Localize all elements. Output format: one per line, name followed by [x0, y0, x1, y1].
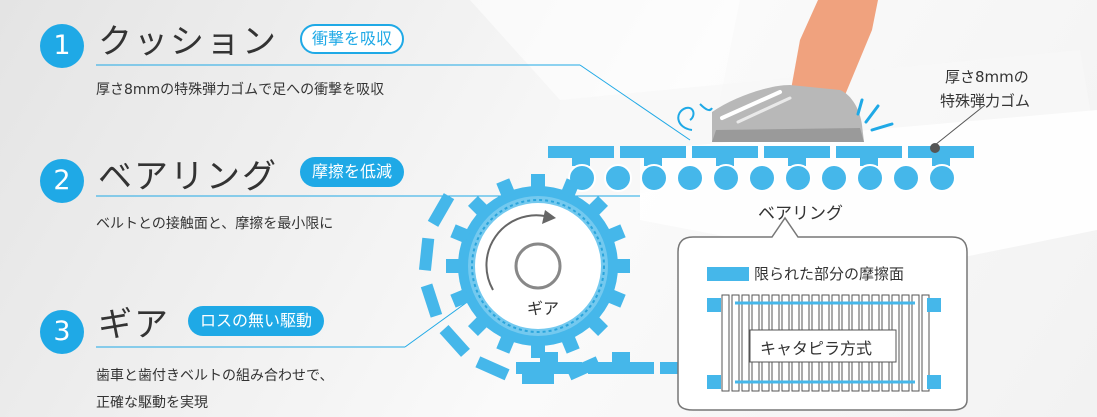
rubber-label-line1: 厚さ8mmの: [945, 68, 1029, 86]
belt-segment: [439, 325, 470, 357]
gear-tooth: [605, 288, 626, 308]
section-3-number: 3: [40, 310, 84, 354]
belt-tooth: [860, 156, 878, 166]
belt-segment: [516, 362, 582, 374]
section-1-title: クッション: [98, 22, 278, 62]
gear-tooth: [560, 178, 580, 199]
gear-tooth: [586, 314, 609, 337]
caterpillar-slat: [901, 294, 910, 392]
belt-segment: [692, 146, 758, 158]
section-2-badge: 摩擦を低減: [300, 157, 405, 187]
gear-tooth: [605, 224, 626, 244]
belt-segment: [427, 193, 455, 227]
caterpillar-slat: [721, 294, 730, 392]
belt-segment: [420, 283, 443, 318]
section-3-title: ギア: [98, 305, 170, 345]
gear-tooth: [531, 174, 545, 190]
section-3-desc-line1: 歯車と歯付きベルトの組み合わせで、: [96, 368, 334, 384]
bearing-ball: [892, 164, 920, 192]
bearing-ball: [712, 164, 740, 192]
caterpillar-label: キャタピラ方式: [760, 339, 873, 358]
belt-segment: [620, 146, 686, 158]
belt-segment: [548, 146, 614, 158]
bearing-ball: [604, 164, 632, 192]
belt-segment: [908, 146, 974, 158]
belt-tooth: [932, 156, 950, 166]
gear-tooth: [614, 259, 630, 273]
callout-legend: 限られた部分の摩擦面: [754, 265, 905, 283]
gear-inner-dots: [471, 199, 605, 333]
belt-segment: [836, 146, 902, 158]
section-3-badge: ロスの無い駆動: [188, 306, 325, 336]
belt-tooth: [572, 156, 590, 166]
gear-tooth: [446, 259, 462, 273]
belt-tooth: [612, 352, 630, 362]
bearing-ball: [748, 164, 776, 192]
belt-segment: [522, 372, 554, 384]
caterpillar-slat: [921, 294, 930, 392]
gear-tooth: [496, 333, 516, 354]
bearing-ball: [784, 164, 812, 192]
section-3-desc-line2: 正確な駆動を実現: [96, 395, 208, 411]
section-2-title: ベアリング: [98, 157, 278, 197]
belt-segment: [475, 356, 510, 381]
section-2-number: 2: [40, 159, 84, 203]
gear-tooth: [467, 195, 490, 218]
gear-tooth: [467, 314, 490, 337]
belt-segment: [566, 356, 601, 381]
gear-tooth: [560, 333, 580, 354]
bearing-ball: [856, 164, 884, 192]
caterpillar-slat: [741, 294, 750, 392]
bearing-ball: [640, 164, 668, 192]
belt-segment: [764, 146, 830, 158]
gear-tooth: [450, 224, 471, 244]
bearing-label: ベアリング: [758, 204, 843, 224]
gear-tooth: [531, 342, 545, 358]
caterpillar-slat: [731, 294, 740, 392]
caterpillar-slat: [911, 294, 920, 392]
bearing-ball: [928, 164, 956, 192]
belt-segment: [418, 237, 435, 271]
belt-tooth: [644, 156, 662, 166]
section-1-badge: 衝撃を吸収: [300, 24, 405, 54]
gear-tooth: [586, 195, 609, 218]
belt-tooth: [788, 156, 806, 166]
gear-tooth: [496, 178, 516, 199]
bearing-ball: [676, 164, 704, 192]
bearing-ball: [820, 164, 848, 192]
section-1-desc: 厚さ8mmの特殊弾力ゴムで足への衝撃を吸収: [96, 82, 385, 98]
gear-label: ギア: [527, 299, 560, 318]
belt-tooth: [540, 352, 558, 362]
section-1-number: 1: [40, 24, 84, 68]
rubber-label-line2: 特殊弾力ゴム: [940, 92, 1031, 110]
belt-tooth: [716, 156, 734, 166]
belt-segment: [588, 362, 654, 374]
gear-tooth: [450, 288, 471, 308]
section-2-desc: ベルトとの接触面と、摩擦を最小限に: [96, 216, 334, 232]
